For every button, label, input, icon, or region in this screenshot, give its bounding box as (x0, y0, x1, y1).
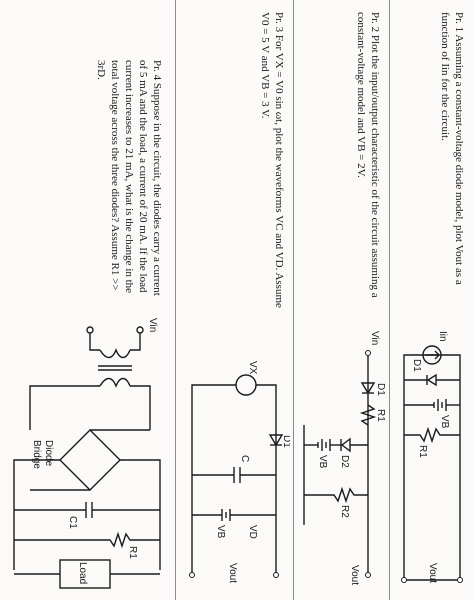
problem-3-text: Pr. 3 For VX = V0 sin ωt, plot the wavef… (258, 12, 286, 312)
problem-2-statement: Pr. 2 Plot the input/output characterist… (355, 12, 381, 298)
circuit-3-diagram: VX D1 C VD VB Vout (189, 361, 290, 583)
problem-4-statement: Pr. 4 Suppose in the circuit, the diodes… (95, 60, 163, 296)
circuit-1-d1-label: D1 (411, 359, 422, 372)
circuit-2-r2-label: R2 (339, 505, 350, 518)
circuit-4-load-label: Load (77, 562, 88, 584)
problem-3-statement: Pr. 3 For VX = V0 sin ωt, plot the wavef… (259, 12, 285, 308)
circuit-4-vin-label: Vin (147, 318, 158, 332)
circuit-2-r1-label: R1 (375, 409, 386, 422)
circuit-2-vout-label: Vout (349, 565, 360, 585)
divider (175, 0, 176, 600)
circuit-1-vb-label: VB (439, 415, 450, 429)
circuit-3-vout-label: Vout (227, 563, 238, 583)
circuit-3-vd-label: VD (247, 525, 258, 539)
circuit-3-vx-label: VX (247, 361, 258, 375)
divider (293, 0, 294, 600)
divider (389, 0, 390, 600)
circuit-4-c1-label: C1 (67, 516, 78, 529)
problem-4-text: Pr. 4 Suppose in the circuit, the diodes… (94, 60, 164, 300)
circuit-4-r1-label: R1 (127, 546, 138, 559)
circuit-2-d2-label: D2 (339, 455, 350, 468)
circuit-1-vout-label: Vout (427, 563, 438, 583)
circuit-2-diagram: Vin D1 R1 D2 VB R2 Vout (303, 331, 386, 585)
circuit-3-c-label: C (239, 455, 250, 462)
circuit-3-vb-label: VB (215, 525, 226, 539)
circuit-2-d1-label: D1 (375, 383, 386, 396)
problem-1-statement: Pr. 1 Assuming a constant-voltage diode … (439, 12, 465, 285)
circuit-1-r1-label: R1 (417, 445, 428, 458)
circuit-1-diagram: Iin D1 VB R1 Vout (401, 331, 463, 583)
circuit-4-bridge-label-line-2: Bridge (31, 440, 42, 469)
circuit-2-vin-label: Vin (369, 331, 380, 345)
problem-1-text: Pr. 1 Assuming a constant-voltage diode … (438, 12, 466, 312)
circuit-2-vb-label: VB (317, 455, 328, 469)
circuit-4-bridge-label-line-1: Diode (43, 440, 54, 467)
circuit-1-iin-label: Iin (437, 331, 448, 342)
circuit-3-d1-label: D1 (281, 435, 290, 448)
problem-2-text: Pr. 2 Plot the input/output characterist… (354, 12, 382, 312)
circuit-4-diagram: Vin Diode Bridge C1 R1 Load (13, 318, 161, 589)
